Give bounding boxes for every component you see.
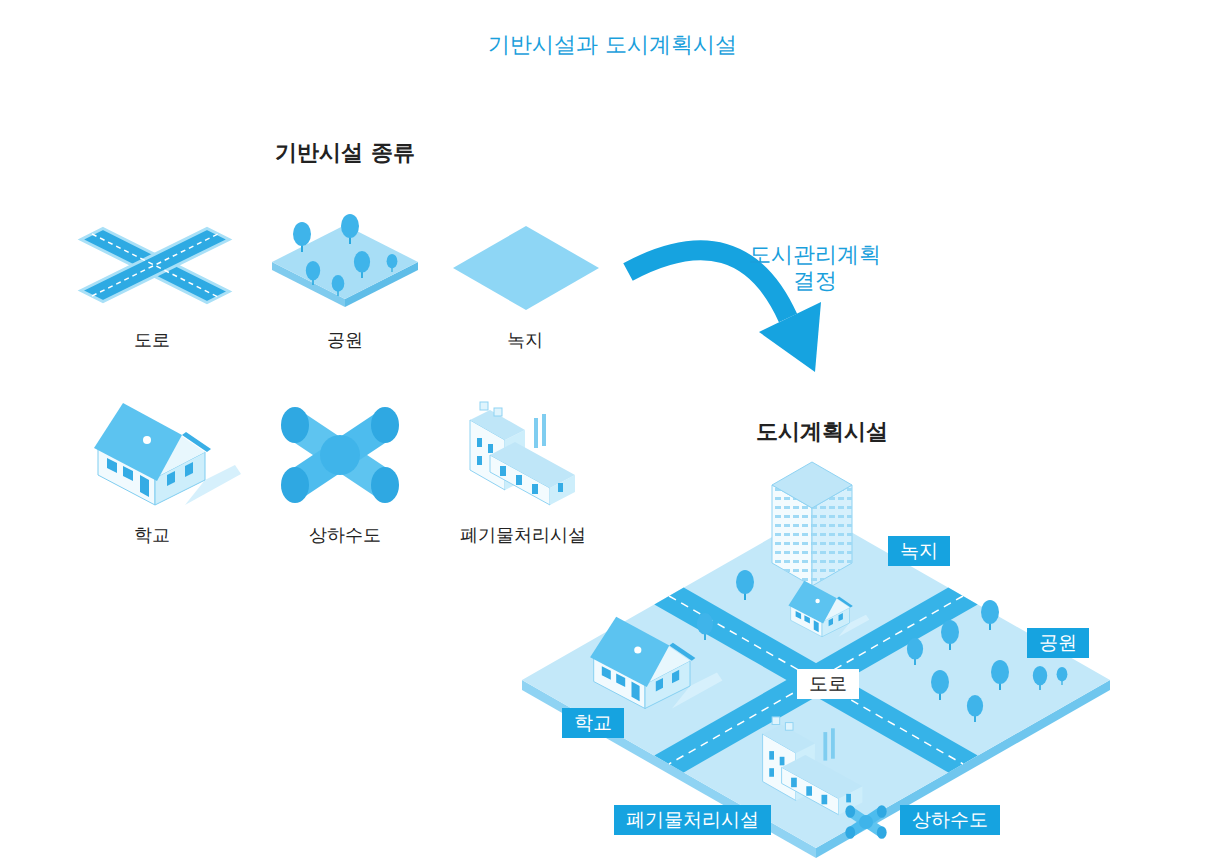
facility-tag: 녹지 — [888, 536, 950, 566]
facility-tag: 도로 — [797, 669, 859, 699]
icon-label: 녹지 — [507, 329, 543, 351]
facility-tag: 폐기물처리시설 — [614, 805, 771, 835]
diagram-title: 기반시설과 도시계획시설 — [488, 32, 737, 58]
tag-text: 도로 — [809, 672, 847, 696]
tag-text: 공원 — [1039, 631, 1077, 655]
section-heading: 기반시설 종류 — [275, 140, 415, 166]
school-icon — [94, 403, 241, 505]
icon-label: 상하수도 — [309, 524, 381, 546]
icon-label: 도로 — [134, 329, 170, 351]
park-icon — [272, 214, 418, 307]
water-pipe-icon — [281, 407, 399, 503]
icon-label: 학교 — [134, 524, 170, 546]
tag-text: 녹지 — [900, 539, 938, 563]
facility-tag: 학교 — [562, 708, 624, 738]
decision-arrow — [628, 250, 821, 372]
tag-text: 학교 — [574, 711, 612, 735]
city-illustration — [522, 462, 1110, 858]
green-zone-icon — [453, 226, 599, 310]
tag-text: 상하수도 — [912, 808, 988, 832]
section-heading: 도시계획시설 — [756, 419, 888, 445]
road-icon — [81, 229, 229, 303]
icon-label: 공원 — [327, 329, 363, 351]
icon-label: 폐기물처리시설 — [460, 524, 586, 546]
facility-tag: 공원 — [1027, 628, 1089, 658]
facility-tag: 상하수도 — [900, 805, 1000, 835]
tag-text: 폐기물처리시설 — [626, 808, 759, 832]
waste-facility-icon — [470, 402, 575, 505]
arrow-label: 도시관리계획 결정 — [740, 242, 890, 295]
